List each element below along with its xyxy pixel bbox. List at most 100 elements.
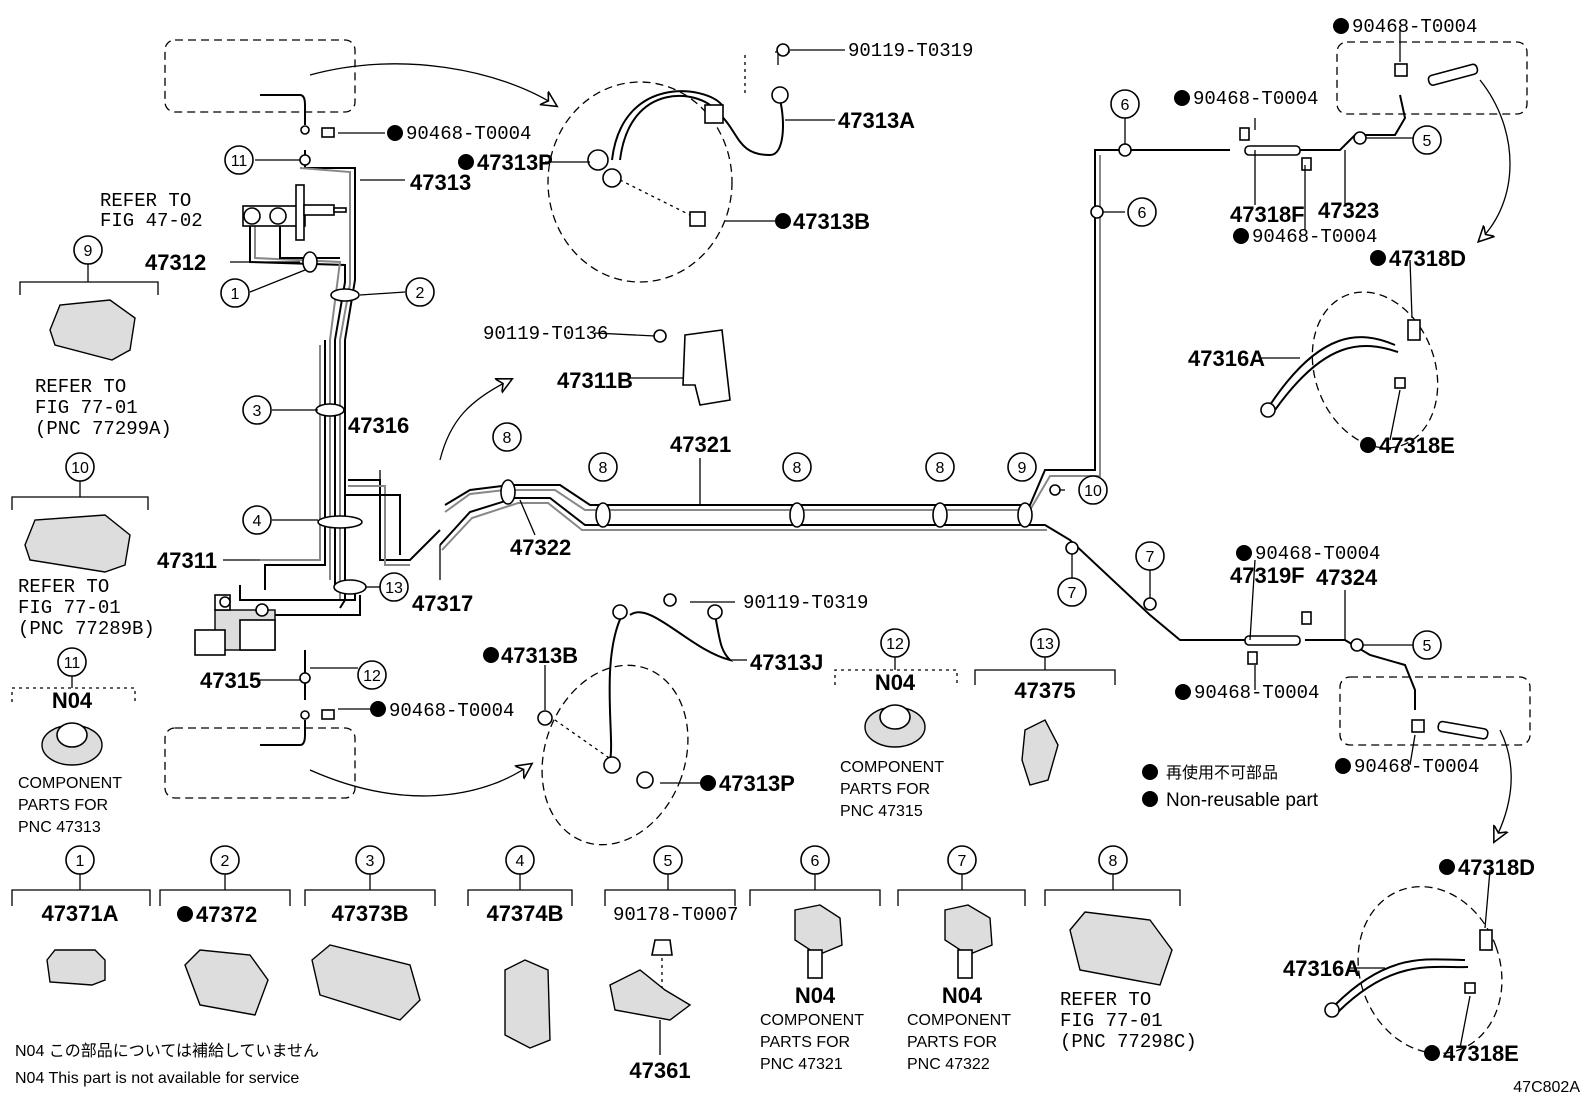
nonreusable-dot (458, 154, 474, 170)
svg-text:8: 8 (1109, 853, 1118, 870)
svg-text:10: 10 (71, 460, 89, 477)
callout-8a: 8 (492, 422, 522, 452)
label-47316: 47316 (348, 413, 409, 438)
svg-text:90178-T0007: 90178-T0007 (613, 904, 738, 926)
arrow-bottom-right (1495, 729, 1512, 840)
nonreusable-dot (1236, 545, 1252, 561)
leader-lines (223, 30, 1491, 1049)
svg-text:COMPONENT: COMPONENT (840, 759, 944, 776)
label-47313b-bot: 47313B (501, 643, 578, 668)
svg-text:12: 12 (363, 668, 381, 685)
label-90119-t0136: 90119-T0136 (483, 323, 608, 345)
item-13: 13 47375 (974, 628, 1116, 786)
item-8: 8 REFER TO FIG 77-01 (PNC 77298C) (1044, 845, 1197, 1053)
svg-text:47374B: 47374B (486, 901, 563, 926)
label-90468-t0004-tr2: 90468-T0004 (1352, 16, 1477, 38)
label-90468-t0004-lt: 90468-T0004 (406, 123, 531, 145)
svg-text:12: 12 (886, 636, 904, 653)
nonreusable-dot (370, 701, 386, 717)
nonreusable-dot (1233, 228, 1249, 244)
callout-11-top: 11 (224, 145, 254, 175)
item-1: 1 47371A (11, 845, 151, 986)
label-47313a: 47313A (838, 108, 915, 133)
detail-box-bottom-right (1339, 676, 1531, 746)
svg-text:PNC 47313: PNC 47313 (18, 819, 101, 836)
item-7: 7 N04 COMPONENT PARTS FOR PNC 47322 (897, 845, 1026, 1073)
svg-text:9: 9 (1018, 460, 1027, 477)
detail-ellipse-top (547, 81, 733, 283)
label-47318d-top: 47318D (1389, 246, 1466, 271)
nonreusable-dot (1424, 1045, 1440, 1061)
svg-text:PARTS FOR: PARTS FOR (18, 797, 108, 814)
label-47322: 47322 (510, 535, 571, 560)
label-47318e-top: 47318E (1379, 433, 1455, 458)
label-47318d-bot: 47318D (1458, 855, 1535, 880)
svg-text:5: 5 (1423, 133, 1432, 150)
label-47313p-top: 47313P (477, 150, 553, 175)
callout-8c: 8 (782, 452, 812, 482)
tube-bundle-vertical (235, 150, 441, 700)
callout-6a: 6 (1110, 89, 1140, 119)
svg-text:(PNC 77289B): (PNC 77289B) (18, 618, 155, 640)
tube-clamps (299, 131, 1367, 684)
callout-7b: 7 (1135, 541, 1165, 571)
svg-text:1: 1 (231, 286, 240, 303)
svg-text:11: 11 (64, 655, 81, 672)
label-47313p-bot: 47313P (719, 771, 795, 796)
detail-box-top-left (164, 39, 356, 113)
svg-text:10: 10 (1084, 483, 1102, 500)
svg-text:6: 6 (811, 853, 820, 870)
flex-hose-bottom (537, 593, 734, 789)
callout-9: 9 (1007, 452, 1037, 482)
svg-text:PNC 47322: PNC 47322 (907, 1056, 990, 1073)
svg-text:3: 3 (253, 403, 262, 420)
svg-text:47371A: 47371A (41, 901, 118, 926)
svg-text:7: 7 (958, 853, 967, 870)
svg-text:REFER TO: REFER TO (18, 576, 109, 598)
svg-text:(PNC 77298C): (PNC 77298C) (1060, 1031, 1197, 1053)
item-5: 5 90178-T0007 47361 (604, 845, 738, 1083)
svg-text:N04: N04 (942, 983, 983, 1008)
svg-text:COMPONENT: COMPONENT (907, 1012, 1011, 1029)
label-90119-t0319-bot: 90119-T0319 (743, 592, 868, 614)
svg-text:6: 6 (1138, 205, 1147, 222)
footnote-jp: N04 この部品については補給していません (15, 1042, 319, 1060)
label-47316a-bot: 47316A (1283, 956, 1360, 981)
arrow-top-left (309, 63, 555, 105)
svg-text:6: 6 (1121, 97, 1130, 114)
svg-text:8: 8 (936, 460, 945, 477)
callout-13: 13 (379, 572, 409, 602)
tube-end-top-left (260, 94, 335, 138)
svg-text:3: 3 (366, 853, 375, 870)
label-47317: 47317 (412, 591, 473, 616)
arrow-bottom-left (309, 765, 530, 797)
svg-text:9: 9 (84, 243, 93, 260)
callout-3: 3 (242, 395, 272, 425)
arrow-top-right (1480, 79, 1511, 240)
legend-dot-jp (1142, 764, 1158, 780)
svg-text:1: 1 (76, 853, 85, 870)
svg-text:PNC 47315: PNC 47315 (840, 803, 923, 820)
item-6: 6 N04 COMPONENT PARTS FOR PNC 47321 (749, 845, 881, 1073)
svg-text:47372: 47372 (196, 902, 257, 927)
svg-text:7: 7 (1146, 549, 1155, 566)
label-47318e-bot: 47318E (1443, 1041, 1519, 1066)
nonreusable-dot (1360, 437, 1376, 453)
svg-text:4: 4 (516, 853, 525, 870)
label-refer-47-02-b: FIG 47-02 (100, 210, 203, 232)
svg-text:COMPONENT: COMPONENT (760, 1012, 864, 1029)
legend-en: Non-reusable part (1166, 790, 1319, 811)
svg-text:PARTS FOR: PARTS FOR (907, 1034, 997, 1051)
item-12: 12 N04 COMPONENT PARTS FOR PNC 47315 (834, 628, 958, 820)
abs-actuator (194, 594, 276, 656)
callout-7a: 7 (1057, 577, 1087, 607)
svg-text:8: 8 (793, 460, 802, 477)
svg-text:4: 4 (253, 513, 262, 530)
nonreusable-dot (775, 213, 791, 229)
diagram-id: 47C802A (1513, 1079, 1580, 1096)
label-47319f: 47319F (1230, 563, 1305, 588)
nonreusable-dot (1439, 859, 1455, 875)
nonreusable-dot (387, 125, 403, 141)
callout-12: 12 (357, 660, 387, 690)
label-47311: 47311 (157, 548, 217, 573)
